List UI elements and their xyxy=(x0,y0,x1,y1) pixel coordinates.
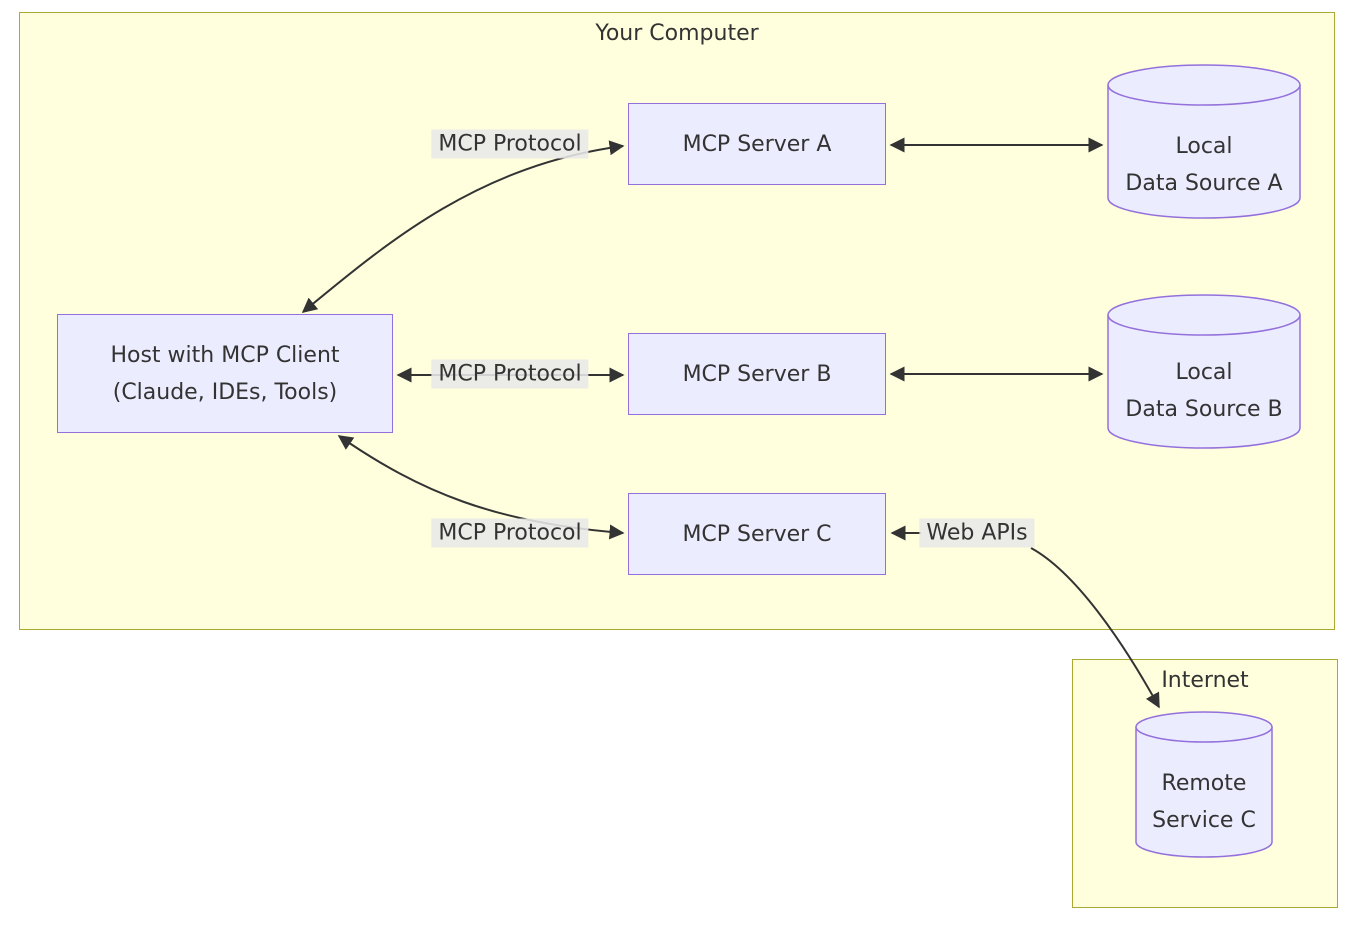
remote-service-c-label: Remote Service C xyxy=(1152,771,1256,833)
edge-label-mcp-protocol-b: MCP Protocol xyxy=(431,359,589,389)
local-data-source-a-label: Local Data Source A xyxy=(1125,134,1283,196)
internet-title: Internet xyxy=(1161,668,1249,693)
mcp-server-c-node: MCP Server C xyxy=(628,493,886,575)
mcp-server-b-label: MCP Server B xyxy=(682,361,832,387)
host-node-label-line1: Host with MCP Client xyxy=(110,342,340,368)
edge-label-mcp-protocol-c: MCP Protocol xyxy=(431,518,589,548)
your-computer-title: Your Computer xyxy=(595,21,759,46)
host-node: Host with MCP Client (Claude, IDEs, Tool… xyxy=(57,314,393,433)
mcp-server-a-label: MCP Server A xyxy=(682,131,832,157)
edge-label-mcp-protocol-a: MCP Protocol xyxy=(431,129,589,159)
mcp-server-b-node: MCP Server B xyxy=(628,333,886,415)
host-node-label-line2: (Claude, IDEs, Tools) xyxy=(112,379,338,405)
mcp-server-c-label: MCP Server C xyxy=(682,521,832,547)
edge-label-web-apis: Web APIs xyxy=(919,518,1035,548)
local-data-source-b-label: Local Data Source B xyxy=(1125,360,1283,422)
mcp-server-a-node: MCP Server A xyxy=(628,103,886,185)
